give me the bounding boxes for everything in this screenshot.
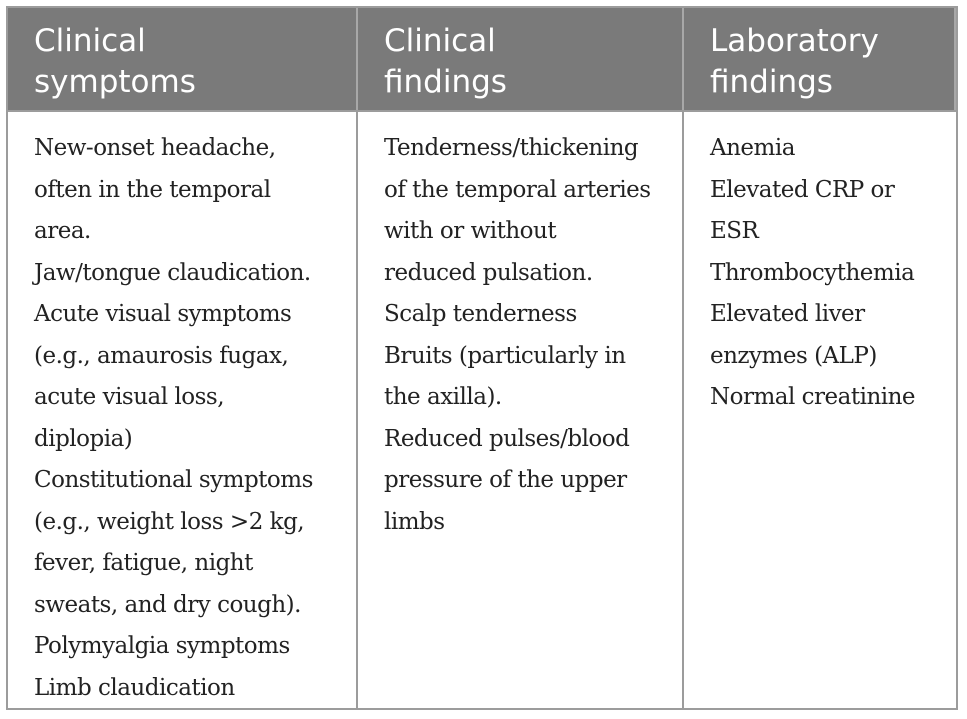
- header-line: Clinical: [34, 23, 146, 59]
- cell-line: diplopia): [34, 425, 133, 452]
- cell-line: acute visual loss,: [34, 384, 225, 410]
- cell-line: Bruits (particularly in: [384, 342, 626, 369]
- cell-line: Reduced pulses/blood: [384, 425, 630, 452]
- cell-line: Anemia: [710, 135, 795, 161]
- cell-line: Polymyalgia symptoms: [34, 633, 290, 659]
- cell-line: Limb claudication: [34, 674, 235, 701]
- cell-line: Tenderness/thickening: [384, 135, 639, 161]
- cell-line: enzymes (ALP): [710, 342, 877, 369]
- cell-line: often in the temporal: [34, 176, 271, 203]
- cell-line: Acute visual symptoms: [34, 301, 292, 327]
- header-line: Laboratory: [710, 23, 879, 59]
- cell-line: Jaw/tongue claudication.: [34, 259, 311, 286]
- header-line: Clinical: [384, 23, 496, 59]
- cell-line: the axilla).: [384, 384, 502, 410]
- cell-line: Thrombocythemia: [710, 259, 915, 286]
- cell-line: Normal creatinine: [710, 384, 916, 410]
- cell-line: fever, fatigue, night: [34, 550, 253, 576]
- header-clinical-symptoms: Clinical symptoms: [8, 8, 358, 110]
- cell-line: Elevated liver: [710, 301, 865, 327]
- header-line: findings: [710, 64, 833, 100]
- cell-line: Elevated CRP or: [710, 176, 895, 203]
- cell-line: pressure of the upper: [384, 467, 627, 493]
- cell-line: sweats, and dry cough).: [34, 591, 301, 618]
- cell-clinical-findings: Tenderness/thickening of the temporal ar…: [358, 110, 684, 710]
- header-laboratory-findings: Laboratory findings: [684, 8, 956, 110]
- header-clinical-findings: Clinical findings: [358, 8, 684, 110]
- header-line: symptoms: [34, 64, 196, 100]
- cell-line: reduced pulsation.: [384, 259, 593, 286]
- cell-line: limbs: [384, 508, 445, 535]
- cell-line: Constitutional symptoms: [34, 467, 313, 493]
- cell-line: of the temporal arteries: [384, 176, 651, 203]
- cell-line: with or without: [384, 218, 557, 244]
- cell-line: Scalp tenderness: [384, 301, 577, 327]
- cell-clinical-symptoms: New-onset headache, often in the tempora…: [8, 110, 358, 710]
- cell-line: (e.g., amaurosis fugax,: [34, 342, 289, 369]
- header-line: findings: [384, 64, 507, 100]
- cell-line: ESR: [710, 218, 759, 244]
- cell-line: New-onset headache,: [34, 135, 276, 161]
- findings-table: Clinical symptoms Clinical findings Labo…: [6, 6, 958, 710]
- cell-line: (e.g., weight loss >2 kg,: [34, 508, 305, 535]
- cell-laboratory-findings: Anemia Elevated CRP or ESR Thrombocythem…: [684, 110, 956, 710]
- cell-line: area.: [34, 218, 91, 244]
